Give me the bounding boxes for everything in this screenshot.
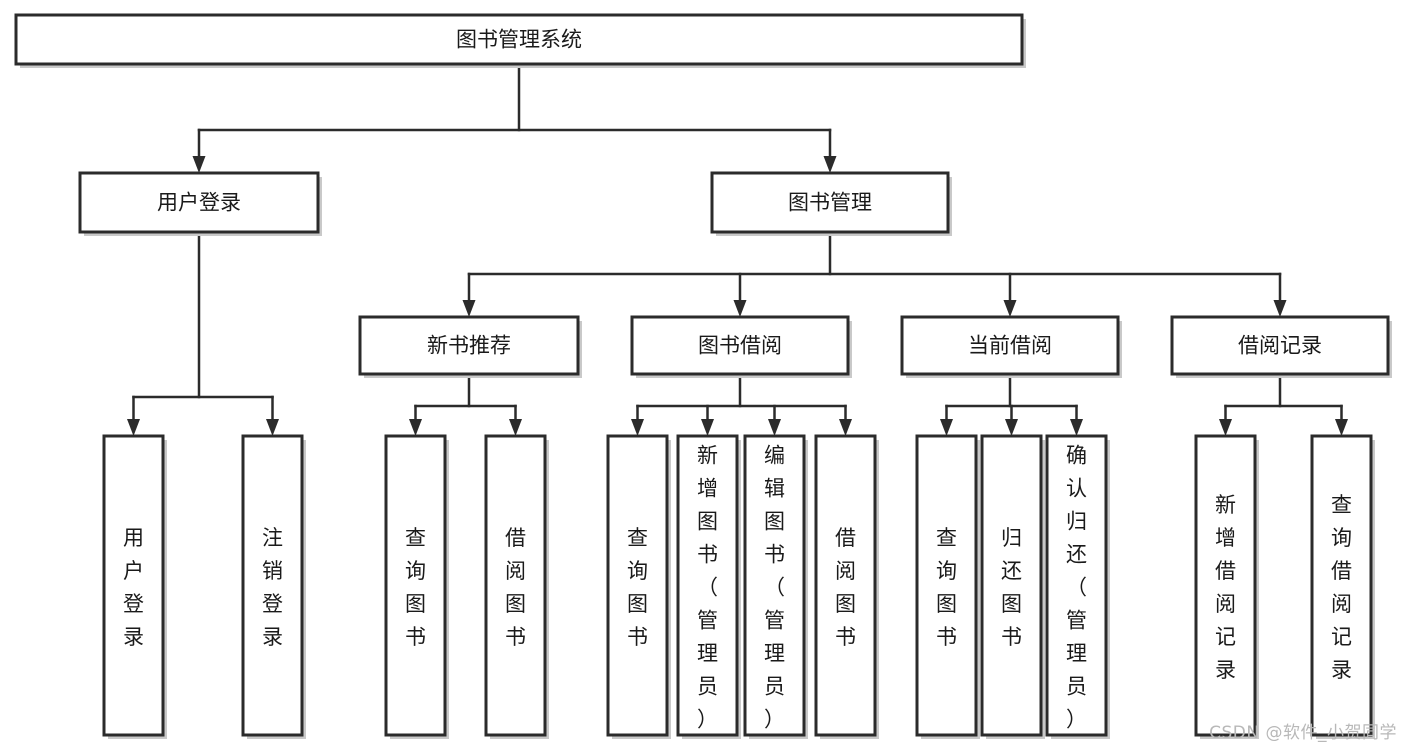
node-rect[interactable] — [358, 315, 580, 376]
node-label: 查询图书 — [936, 526, 957, 649]
node-leaf-user-login[interactable]: 用户登录 — [102, 434, 167, 739]
node-rect[interactable] — [1194, 434, 1257, 737]
node-rect[interactable] — [980, 434, 1043, 737]
node-rect[interactable] — [630, 315, 850, 376]
node-rect[interactable] — [900, 315, 1120, 376]
node-label: 图书借阅 — [698, 334, 782, 358]
node-leaf-query-book-rec[interactable]: 查询图书 — [384, 434, 449, 739]
node-rect[interactable] — [241, 434, 304, 737]
node-rect[interactable] — [1045, 434, 1108, 737]
node-label: 借阅图书 — [505, 526, 526, 649]
node-rect[interactable] — [14, 13, 1024, 66]
edge-group-root-children — [192, 62, 837, 173]
edge-arrowhead — [127, 419, 140, 436]
node-rect[interactable] — [102, 434, 165, 737]
edge-arrowhead — [1070, 419, 1083, 436]
edge-arrowhead — [509, 419, 522, 436]
node-label: 新增借阅记录 — [1215, 493, 1236, 682]
node-rect[interactable] — [915, 434, 978, 737]
node-rect[interactable] — [384, 434, 447, 737]
node-user-login[interactable]: 用户登录 — [78, 171, 322, 236]
node-book-manage[interactable]: 图书管理 — [710, 171, 952, 236]
edges-layer — [127, 62, 1348, 436]
node-rect[interactable] — [710, 171, 950, 234]
node-label: 借阅图书 — [835, 526, 856, 649]
edge-arrowhead — [768, 419, 781, 436]
edge-arrowhead — [940, 419, 953, 436]
node-leaf-query-book-cur[interactable]: 查询图书 — [915, 434, 980, 739]
node-label: 图书管理 — [788, 191, 872, 215]
node-leaf-borrow-book-rec[interactable]: 借阅图书 — [484, 434, 549, 739]
node-current-borrow[interactable]: 当前借阅 — [900, 315, 1122, 378]
edge-arrowhead — [1003, 300, 1017, 317]
node-rect[interactable] — [484, 434, 547, 737]
node-label: 当前借阅 — [968, 334, 1052, 358]
nodes-layer: 图书管理系统用户登录图书管理新书推荐图书借阅当前借阅借阅记录用户登录注销登录查询… — [14, 13, 1392, 739]
edge-arrowhead — [266, 419, 279, 436]
node-leaf-query-record[interactable]: 查询借阅记录 — [1310, 434, 1375, 739]
node-rect[interactable] — [814, 434, 877, 737]
node-leaf-logout[interactable]: 注销登录 — [241, 434, 306, 739]
csdn-watermark: CSDN @软件_小贺同学 — [1209, 723, 1397, 743]
edge-group-bookborrow-children — [631, 372, 852, 436]
node-rect[interactable] — [606, 434, 669, 737]
edge-arrowhead — [1005, 419, 1018, 436]
node-rect[interactable] — [1310, 434, 1373, 737]
node-rect[interactable] — [676, 434, 739, 737]
node-label: 新增图书（管理员） — [697, 444, 718, 732]
node-label: 用户登录 — [157, 191, 241, 215]
node-borrow-record[interactable]: 借阅记录 — [1170, 315, 1392, 378]
node-label: 图书管理系统 — [456, 28, 582, 52]
edge-group-currentborrow-children — [940, 372, 1083, 436]
node-leaf-return-book[interactable]: 归还图书 — [980, 434, 1045, 739]
node-label: 归还图书 — [1001, 526, 1022, 649]
node-label: 新书推荐 — [427, 334, 511, 358]
edge-group-bookmanage-children — [462, 230, 1287, 317]
node-rect[interactable] — [743, 434, 806, 737]
node-label: 用户登录 — [123, 526, 144, 649]
node-root[interactable]: 图书管理系统 — [14, 13, 1026, 68]
edge-arrowhead — [462, 300, 476, 317]
edge-arrowhead — [631, 419, 644, 436]
node-rect[interactable] — [1170, 315, 1390, 376]
edge-arrowhead — [1335, 419, 1348, 436]
edge-arrowhead — [733, 300, 747, 317]
edge-arrowhead — [409, 419, 422, 436]
node-label: 注销登录 — [262, 526, 283, 649]
node-leaf-edit-book[interactable]: 编辑图书（管理员） — [743, 434, 808, 739]
node-label: 查询借阅记录 — [1331, 493, 1352, 682]
edge-group-newbookrec-children — [409, 372, 522, 436]
node-leaf-query-book-borrow[interactable]: 查询图书 — [606, 434, 671, 739]
node-leaf-add-record[interactable]: 新增借阅记录 — [1194, 434, 1259, 739]
edge-group-userlogin-children — [127, 230, 279, 436]
edge-arrowhead — [701, 419, 714, 436]
node-label: 借阅记录 — [1238, 334, 1322, 358]
node-leaf-confirm-return[interactable]: 确认归还（管理员） — [1045, 434, 1110, 739]
node-rect[interactable] — [78, 171, 320, 234]
node-new-book-rec[interactable]: 新书推荐 — [358, 315, 582, 378]
edge-group-borrowrecord-children — [1219, 372, 1348, 436]
node-leaf-add-book[interactable]: 新增图书（管理员） — [676, 434, 741, 739]
edge-arrowhead — [1273, 300, 1287, 317]
node-leaf-borrow-book[interactable]: 借阅图书 — [814, 434, 879, 739]
node-label: 查询图书 — [627, 526, 648, 649]
edge-arrowhead — [839, 419, 852, 436]
node-label: 查询图书 — [405, 526, 426, 649]
edge-arrowhead — [823, 156, 837, 173]
node-book-borrow[interactable]: 图书借阅 — [630, 315, 852, 378]
edge-arrowhead — [1219, 419, 1232, 436]
node-label: 编辑图书（管理员） — [764, 444, 785, 732]
node-label: 确认归还（管理员） — [1066, 444, 1087, 732]
edge-arrowhead — [192, 156, 206, 173]
